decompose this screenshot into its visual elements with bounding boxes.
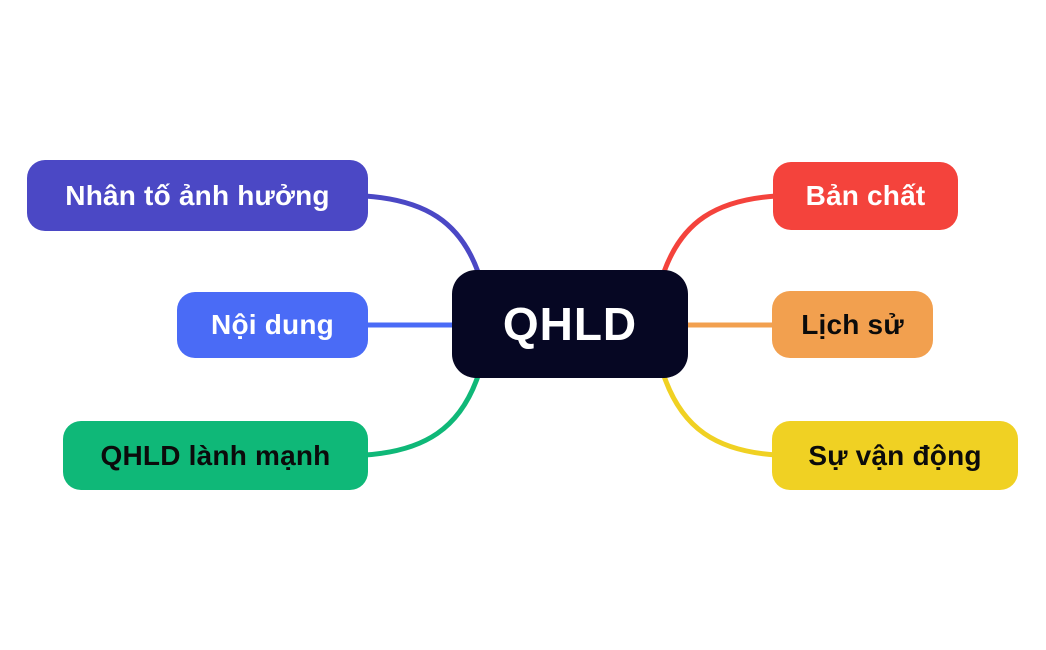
node-nhan-to-anh-huong[interactable]: Nhân tố ảnh hưởng [27,160,368,231]
node-lich-su[interactable]: Lịch sử [772,291,933,358]
connector-nhan-to-anh-huong [362,193,481,275]
node-qhld-lanh-manh[interactable]: QHLD lành mạnh [63,421,368,490]
node-ban-chat[interactable]: Bản chất [773,162,958,230]
connector-qhld-lanh-manh [362,373,481,458]
node-noi-dung[interactable]: Nội dung [177,292,368,358]
connector-ban-chat [661,193,779,275]
connector-su-van-dong [661,373,779,458]
node-central-qhld[interactable]: QHLD [452,270,688,378]
node-su-van-dong[interactable]: Sự vận động [772,421,1018,490]
